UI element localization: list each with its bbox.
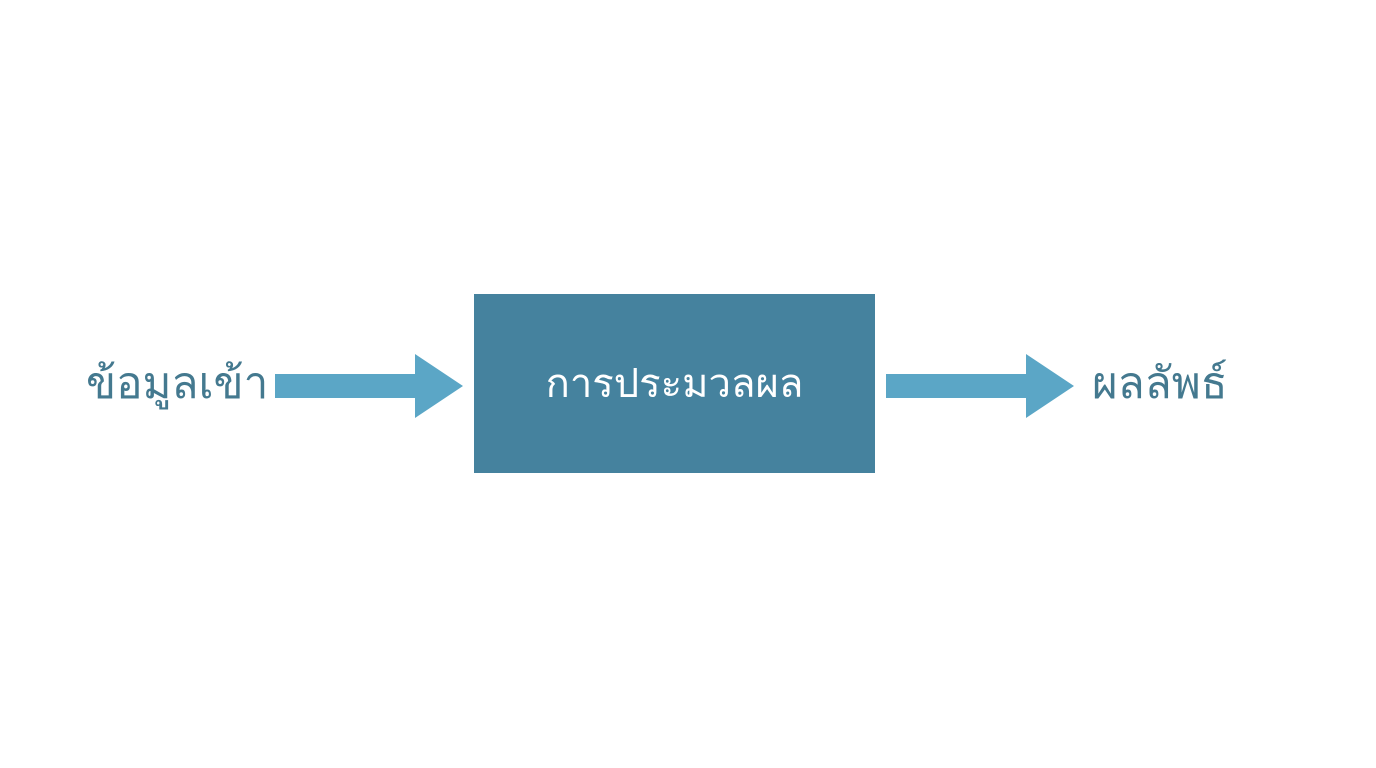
output-label: ผลลัพธ์ <box>1092 358 1228 409</box>
process-label: การประมวลผล <box>545 360 804 407</box>
process-box: การประมวลผล <box>474 294 875 473</box>
input-arrow-icon <box>275 354 465 418</box>
output-arrow-icon <box>886 354 1076 418</box>
input-label: ข้อมูลเข้า <box>86 358 269 409</box>
